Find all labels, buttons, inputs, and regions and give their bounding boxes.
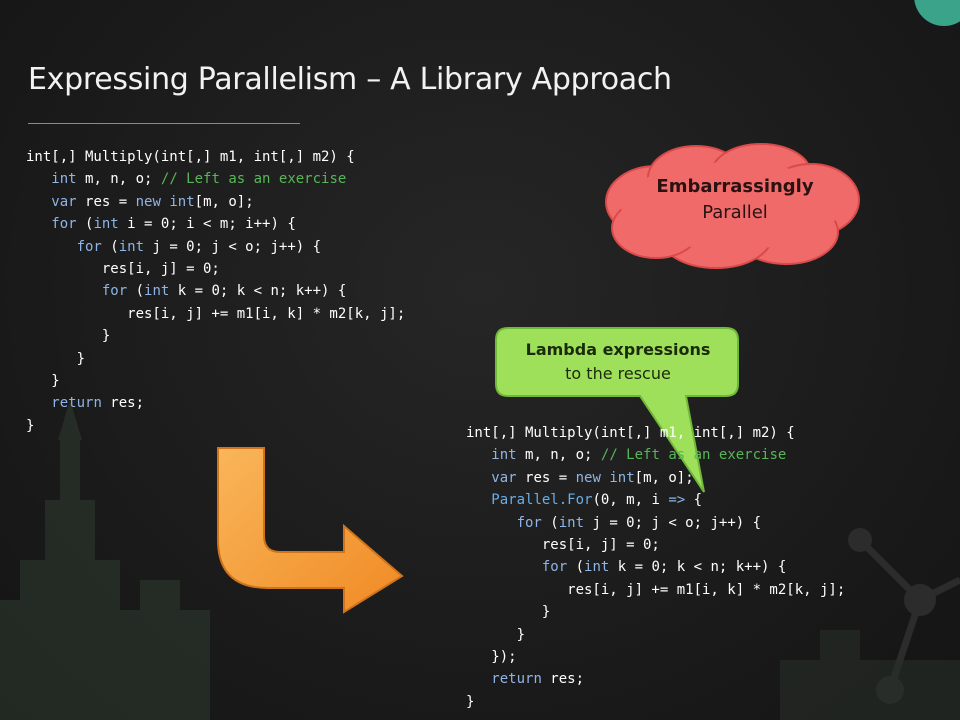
callout-line2: to the rescue bbox=[565, 364, 671, 383]
code-original-line: } bbox=[26, 328, 111, 345]
code-parallel-line: } bbox=[466, 604, 551, 621]
code-parallel-line: int m, n, o; // Left as an exercise bbox=[491, 447, 787, 464]
code-parallel-line: for (int k = 0; k < n; k++) { bbox=[541, 559, 787, 576]
code-block-original: int[,] Multiply(int[,] m1, int[,] m2) { … bbox=[26, 146, 405, 437]
callout-line1: Lambda expressions bbox=[525, 340, 711, 359]
title-divider bbox=[28, 123, 300, 124]
code-original-line: for (int k = 0; k < n; k++) { bbox=[101, 283, 347, 300]
code-parallel-line: int[,] Multiply(int[,] m1, int[,] m2) { bbox=[466, 425, 795, 441]
code-parallel-line: for (int j = 0; j < o; j++) { bbox=[516, 514, 762, 531]
cloud-line2: Parallel bbox=[702, 202, 768, 223]
code-original-line: } bbox=[26, 417, 35, 434]
code-parallel-line: var res = new int[m, o]; bbox=[491, 469, 694, 486]
building-silhouette bbox=[0, 400, 210, 720]
cloud-callout bbox=[605, 143, 860, 269]
code-original-line: int[,] Multiply(int[,] m1, int[,] m2) { bbox=[26, 149, 355, 165]
code-original-line: res[i, j] += m1[i, k] * m2[k, j]; bbox=[26, 305, 406, 322]
code-original-line: } bbox=[26, 350, 86, 367]
code-parallel-line: return res; bbox=[491, 671, 585, 688]
code-parallel-line: }); bbox=[466, 649, 517, 666]
transform-arrow-icon bbox=[217, 447, 404, 614]
code-block-parallel: int[,] Multiply(int[,] m1, int[,] m2) { … bbox=[466, 422, 845, 713]
code-original-line: for (int j = 0; j < o; j++) { bbox=[76, 238, 322, 255]
callout-label: Lambda expressions to the rescue bbox=[498, 338, 738, 386]
code-original-line: res[i, j] = 0; bbox=[26, 261, 220, 278]
code-original-line: } bbox=[26, 373, 60, 390]
code-parallel-line: res[i, j] = 0; bbox=[466, 537, 660, 554]
corner-circle-icon bbox=[914, 0, 960, 26]
code-original-line: var res = new int[m, o]; bbox=[51, 193, 254, 210]
code-original-line: for (int i = 0; i < m; i++) { bbox=[51, 216, 296, 233]
code-original-line: int m, n, o; // Left as an exercise bbox=[51, 171, 347, 188]
slide-title: Expressing Parallelism – A Library Appro… bbox=[28, 62, 672, 97]
code-parallel-line: } bbox=[466, 626, 526, 643]
code-parallel-line: res[i, j] += m1[i, k] * m2[k, j]; bbox=[466, 581, 846, 598]
speech-bubble-callout bbox=[495, 327, 739, 493]
cloud-line1: Embarrassingly bbox=[656, 176, 814, 197]
code-original-line: return res; bbox=[51, 395, 145, 412]
cloud-label: Embarrassingly Parallel bbox=[596, 174, 874, 226]
code-parallel-line: } bbox=[466, 693, 475, 710]
code-parallel-line: Parallel.For(0, m, i => { bbox=[491, 492, 703, 509]
